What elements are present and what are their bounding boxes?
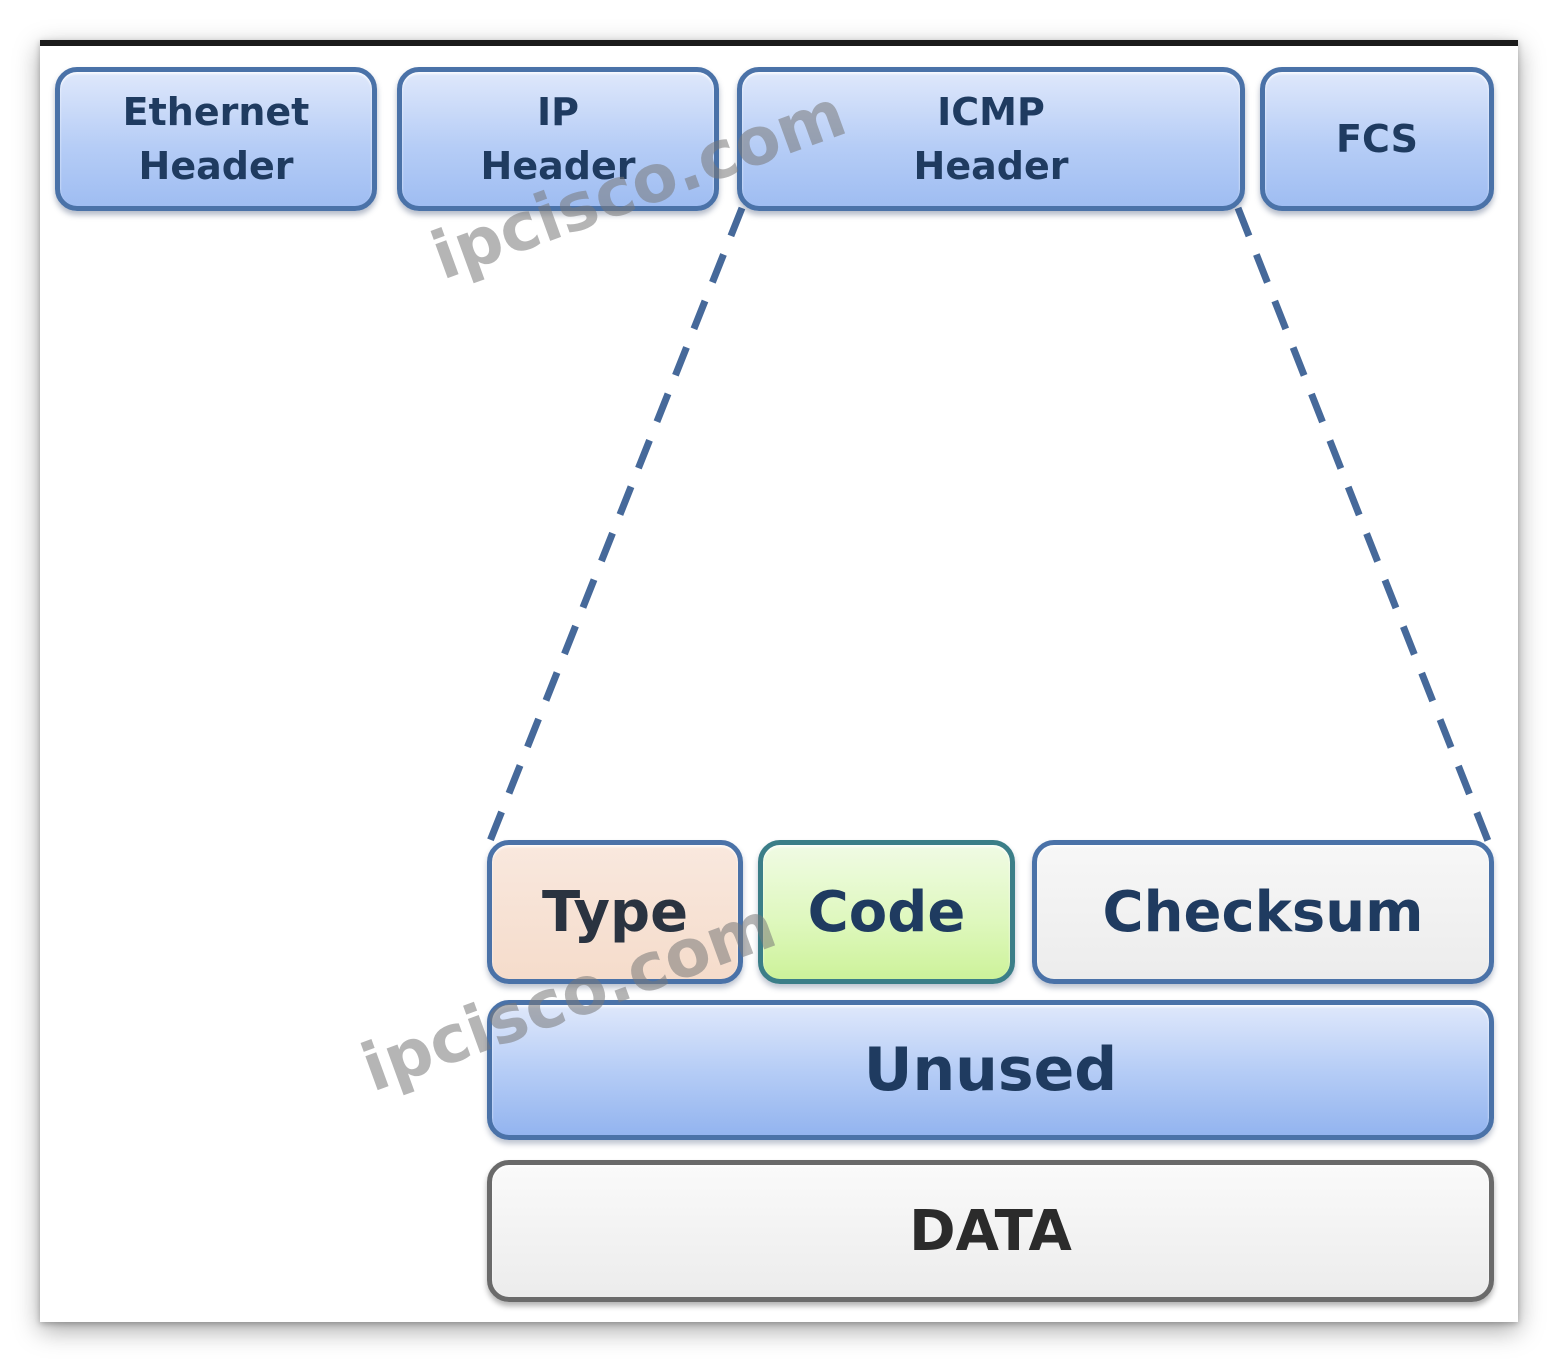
type-label: Type — [541, 879, 689, 945]
fcs-label: FCS — [1336, 117, 1418, 161]
data-label: DATA — [909, 1198, 1072, 1264]
type-field: Type — [487, 840, 743, 984]
unused-field: Unused — [487, 1000, 1494, 1140]
data-field: DATA — [487, 1160, 1494, 1302]
icmp-header-label: ICMP Header — [913, 90, 1069, 188]
left-dashed-line — [484, 206, 746, 848]
unused-label: Unused — [863, 1035, 1118, 1105]
icmp-header-box: ICMP Header — [737, 67, 1245, 211]
code-field: Code — [758, 840, 1015, 984]
ethernet-header-label: Ethernet Header — [122, 90, 310, 188]
right-dashed-line — [1234, 206, 1494, 848]
top-rule — [40, 40, 1518, 46]
checksum-field: Checksum — [1032, 840, 1494, 984]
checksum-label: Checksum — [1102, 879, 1424, 945]
fcs-box: FCS — [1260, 67, 1494, 211]
ethernet-header-box: Ethernet Header — [55, 67, 377, 211]
ip-header-box: IP Header — [397, 67, 719, 211]
diagram-card: Ethernet Header IP Header ICMP Header FC… — [40, 40, 1518, 1322]
code-label: Code — [807, 879, 966, 945]
ip-header-label: IP Header — [480, 90, 636, 188]
